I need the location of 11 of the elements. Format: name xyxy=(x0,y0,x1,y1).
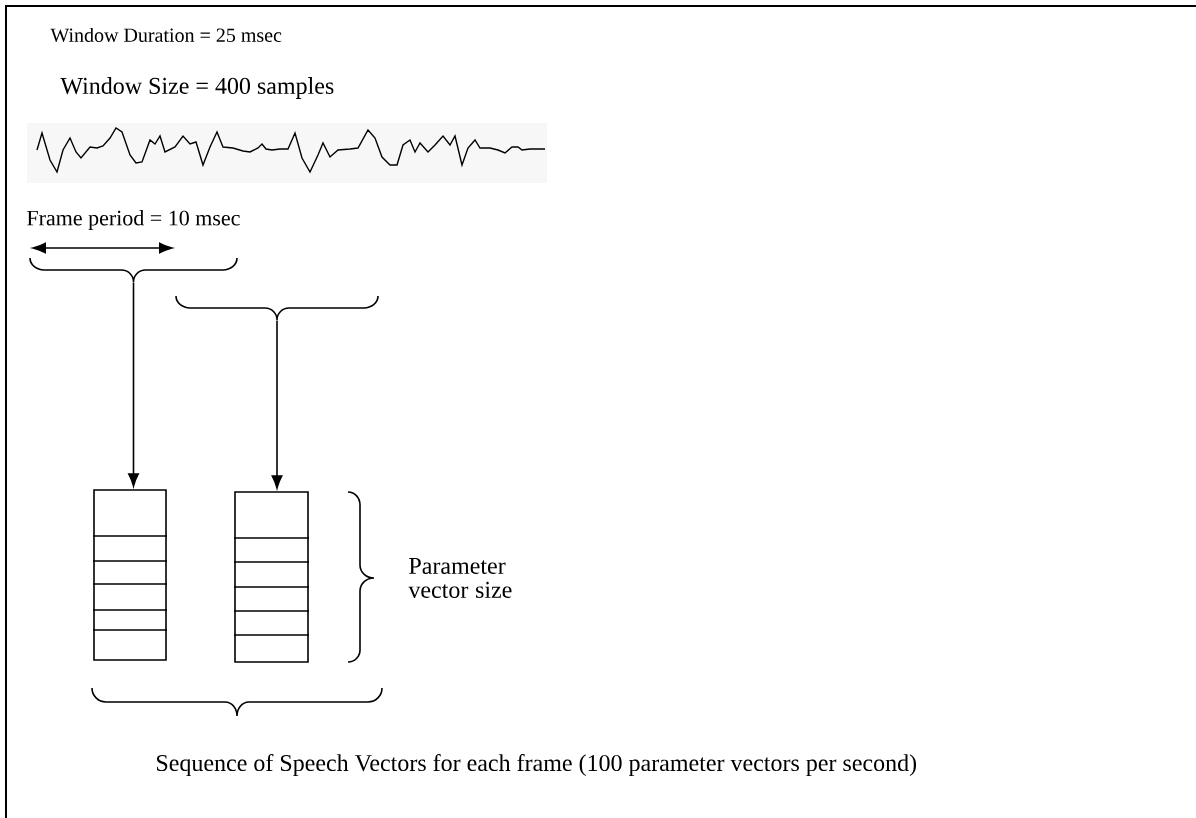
arrow xyxy=(271,319,283,489)
brace xyxy=(175,295,379,321)
caption-text: Sequence of Speech Vectors for each frame (100 parameter vectors per second) xyxy=(157,754,917,776)
caption-text: Window Size = 400 samples xyxy=(60,77,334,99)
arrow xyxy=(128,281,139,487)
parameter-vector xyxy=(92,489,168,661)
caption-text: Window Duration = 25 msec xyxy=(50,27,282,43)
dimension-label: Frame period = 10 msec xyxy=(27,210,240,230)
dimension-label: Parameter vector size xyxy=(408,558,512,598)
parameter-vector xyxy=(233,491,310,663)
brace xyxy=(29,257,238,283)
